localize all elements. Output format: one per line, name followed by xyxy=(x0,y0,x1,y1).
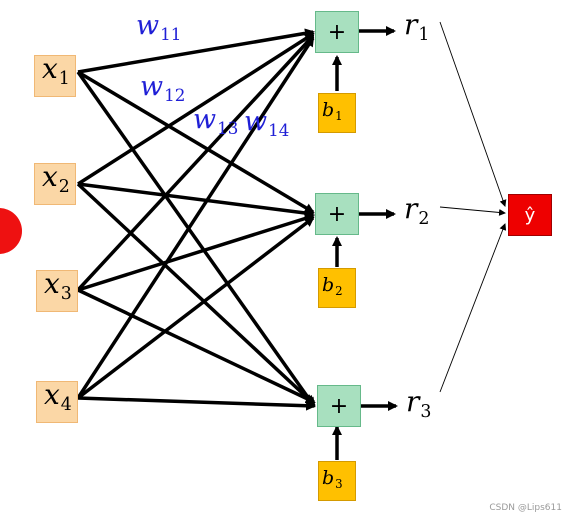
input-node-x1 xyxy=(34,55,76,97)
bias-node-b3 xyxy=(318,461,356,501)
edge-x2-s3 xyxy=(76,182,316,406)
input-label-x2: x2 xyxy=(42,160,70,198)
input-node-x3 xyxy=(36,270,78,312)
input-node-x2 xyxy=(34,163,76,205)
input-node-x4 xyxy=(36,381,78,423)
weight-label-w13: w13 xyxy=(193,104,239,138)
bias-node-b2 xyxy=(318,268,356,308)
edge-r2-out xyxy=(439,206,506,216)
weight-label-w11: w11 xyxy=(136,10,182,44)
edge-x4-s2 xyxy=(76,216,315,400)
bias-label-b1: b1 xyxy=(322,99,343,124)
bias-label-b3: b3 xyxy=(322,467,343,492)
edge-x2-s1 xyxy=(77,32,315,186)
edge-x1-s3 xyxy=(76,70,316,408)
edge-x3-s3 xyxy=(77,288,316,404)
input-label-x3: x3 xyxy=(44,267,72,305)
weight-label-w14: w14 xyxy=(244,106,290,140)
output-label-r3: r3 xyxy=(406,385,432,423)
edge-x3-s1 xyxy=(76,34,315,292)
bias-label-b2: b2 xyxy=(322,274,343,299)
edge-r3-out xyxy=(439,223,507,393)
input-label-x1: x1 xyxy=(42,52,70,90)
partial-red-circle xyxy=(0,208,22,254)
edge-r1-out xyxy=(439,21,507,207)
edge-x1-s1 xyxy=(77,28,315,74)
output-label-r2: r2 xyxy=(404,192,430,230)
final-output-label: ŷ xyxy=(524,204,536,226)
watermark: CSDN @Lips611 xyxy=(489,503,562,513)
input-label-x4: x4 xyxy=(44,378,72,416)
weight-label-w12: w12 xyxy=(140,71,186,105)
edge-x4-s1 xyxy=(76,36,315,399)
edge-x1-s2 xyxy=(77,70,315,214)
edge-x4-s3 xyxy=(77,396,316,411)
bias-node-b1 xyxy=(318,93,356,133)
edge-x3-s2 xyxy=(77,213,315,292)
output-label-r1: r1 xyxy=(404,8,430,46)
sum-node-2: + xyxy=(315,193,359,235)
edge-x2-s2 xyxy=(77,182,315,218)
final-output-node: ŷ xyxy=(508,194,552,236)
sum-node-3: + xyxy=(317,385,361,427)
sum-node-1: + xyxy=(315,11,359,53)
